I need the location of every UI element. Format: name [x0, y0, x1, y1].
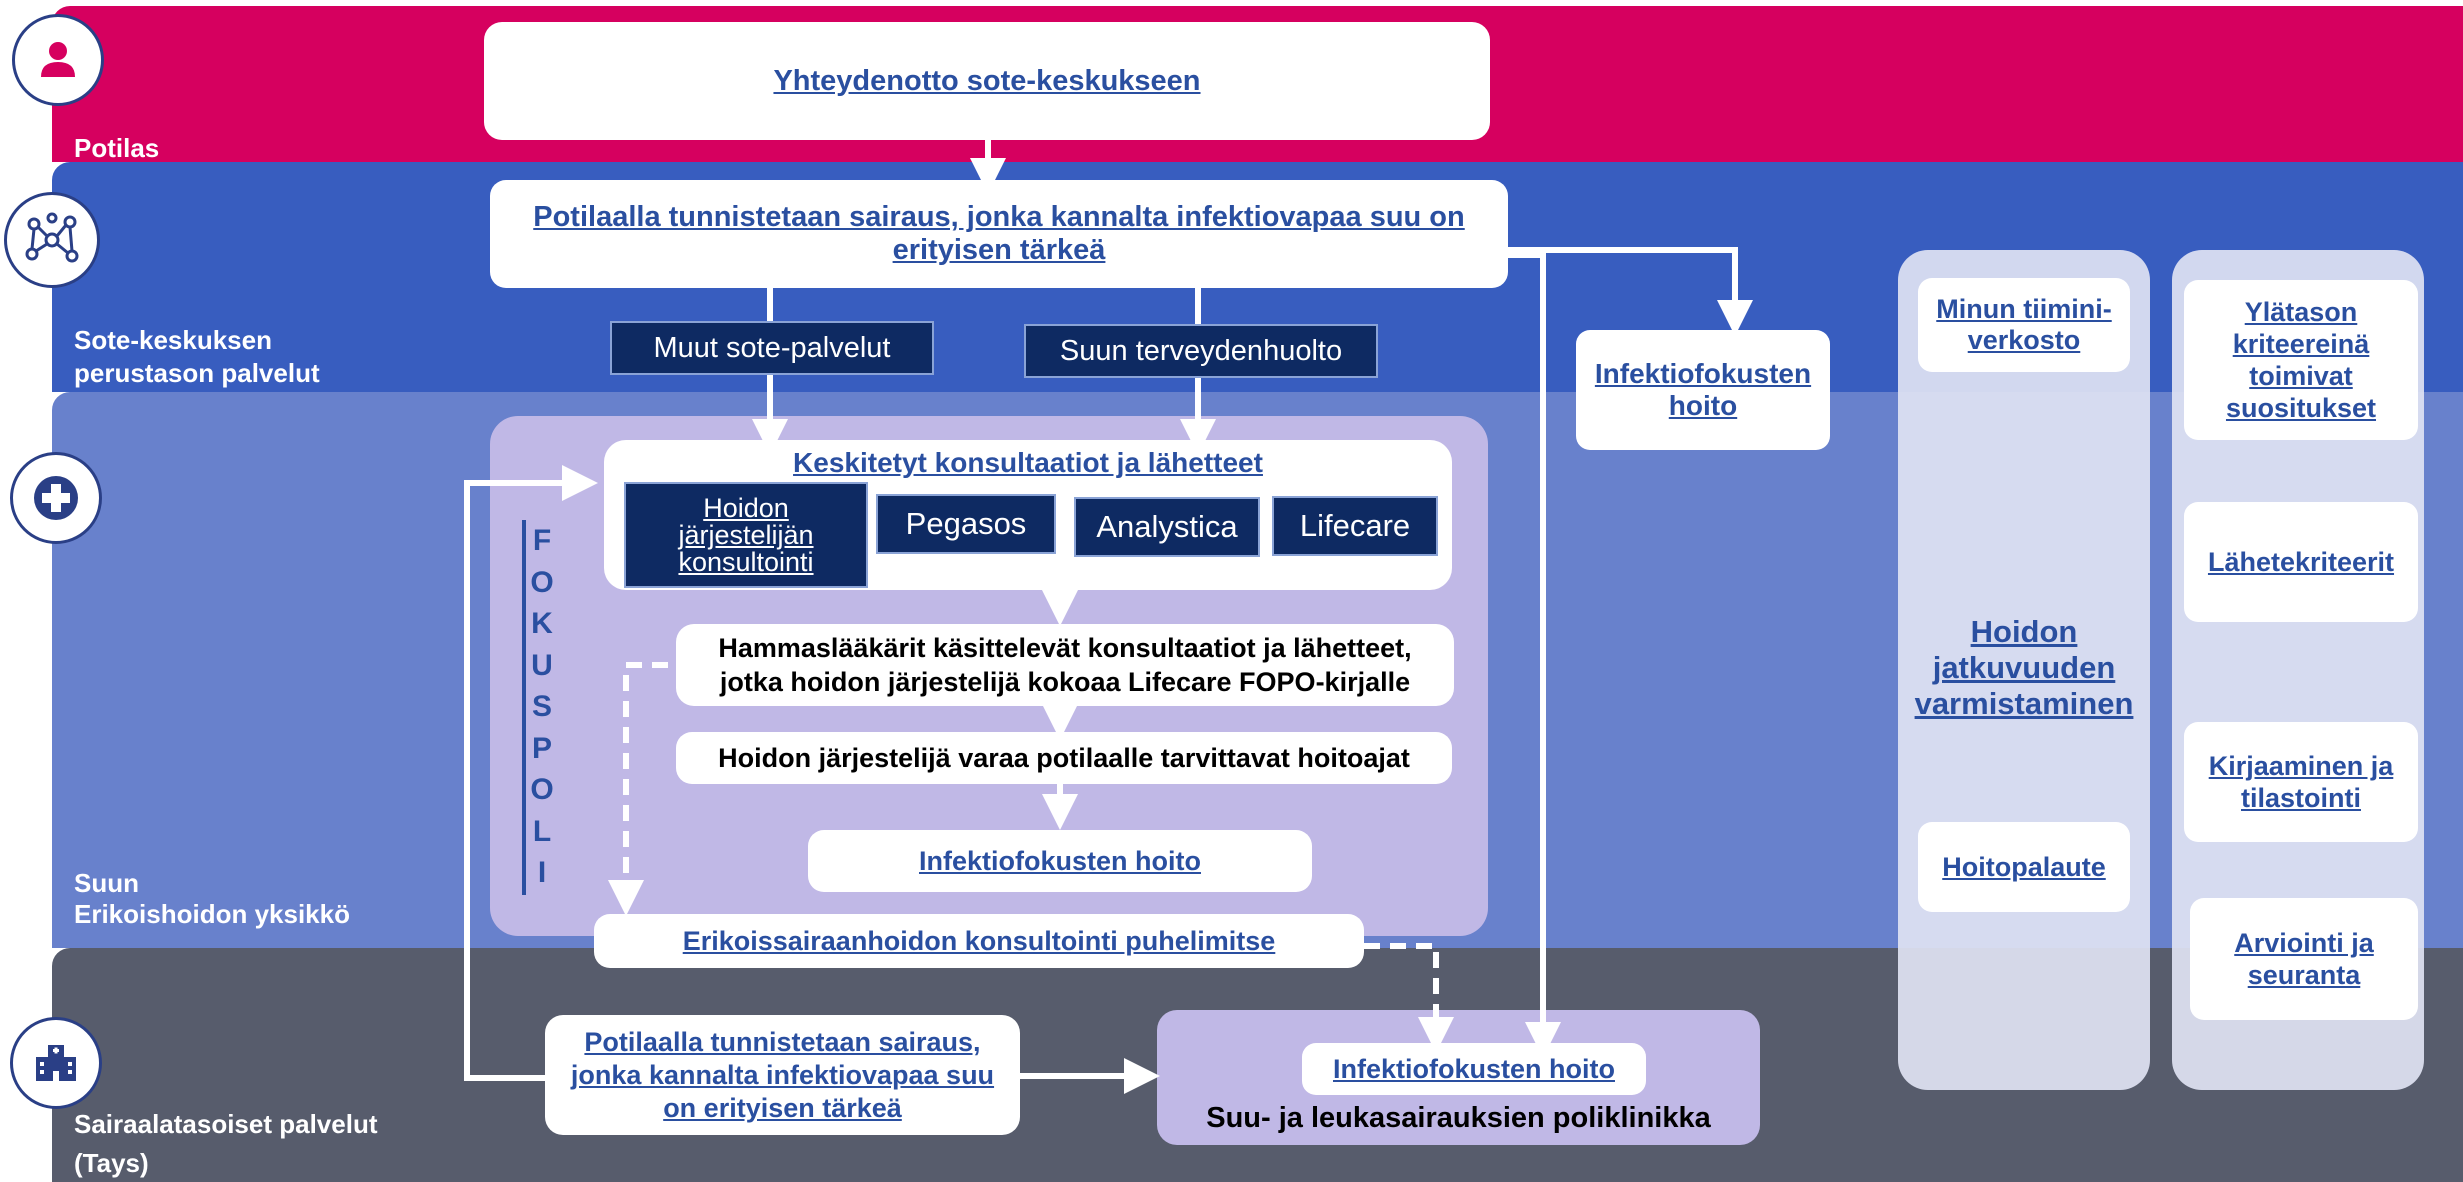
fokuspoli-letter: K — [531, 607, 553, 640]
person-icon — [12, 14, 104, 106]
hoidon-jatkuvuus-link[interactable]: Hoidon jatkuvuuden varmistaminen — [1914, 614, 2134, 721]
tunnistetaan-box[interactable]: Potilaalla tunnistetaan sairaus, jonka k… — [490, 180, 1508, 288]
infektiofokusten-hoito-tays-link[interactable]: Infektiofokusten hoito — [1333, 1053, 1615, 1084]
tunnistetaan-tays-box[interactable]: Potilaalla tunnistetaan sairaus, jonka k… — [545, 1015, 1020, 1135]
tunnistetaan-link[interactable]: Potilaalla tunnistetaan sairaus, jonka k… — [533, 201, 1465, 266]
fokuspoli-letter: O — [530, 565, 554, 599]
hoidon-jarjestelijan-konsultointi-box[interactable]: Hoidon järjestelijän konsultointi — [624, 482, 868, 588]
lane-label-sairaala-2: (Tays) — [74, 1148, 149, 1178]
lahetekriteerit-link[interactable]: Lähetekriteerit — [2207, 546, 2395, 577]
infektiofokusten-hoito-sote-link[interactable]: Infektiofokusten hoito — [1594, 358, 1812, 421]
lane-label-sote-2: perustason palvelut — [74, 358, 320, 388]
fokuspoli-letter: P — [531, 731, 552, 765]
poliklinikka-label-wrap: Suu- ja leukasairauksien poliklinikka — [1157, 1102, 1760, 1135]
minun-tiimini-verkosto-link[interactable]: Minun tiimini-verkosto — [1936, 294, 2112, 355]
infektiofokusten-hoito-suun-box[interactable]: Infektiofokusten hoito — [808, 830, 1312, 892]
network-icon — [4, 192, 100, 288]
ylatason-kriteerit-link[interactable]: Ylätason kriteereinä toimivat suositukse… — [2225, 297, 2377, 423]
hoidon-jarjestelijan-konsultointi-link[interactable]: Hoidon järjestelijän konsultointi — [678, 492, 814, 577]
pegasos-box: Pegasos — [876, 494, 1056, 554]
suun-terveydenhuolto-box: Suun terveydenhuolto — [1024, 324, 1378, 378]
lahetekriteerit-box[interactable]: Lähetekriteerit — [2184, 502, 2418, 622]
suun-terveydenhuolto-label: Suun terveydenhuolto — [1059, 334, 1343, 367]
hoitopalaute-box[interactable]: Hoitopalaute — [1918, 822, 2130, 912]
kirjaaminen-box[interactable]: Kirjaaminen ja tilastointi — [2184, 722, 2418, 842]
hoidon-jatkuvuus-wrap: Hoidon jatkuvuuden varmistaminen — [1908, 614, 2140, 722]
fokuspoli-letter: F — [532, 524, 552, 557]
medical-plus-icon — [10, 452, 102, 544]
fokuspoli-bar — [522, 520, 526, 895]
yhteydenotto-box[interactable]: Yhteydenotto sote-keskukseen — [484, 22, 1490, 140]
muut-sote-palvelut-box: Muut sote-palvelut — [610, 321, 934, 375]
fokuspoli-letter: U — [531, 648, 553, 682]
hammaslaakarit-box: Hammaslääkärit käsittelevät konsultaatio… — [676, 624, 1454, 706]
hoitopalaute-link[interactable]: Hoitopalaute — [1942, 851, 2106, 882]
fokuspoli-letter: S — [531, 690, 552, 723]
analystica-label: Analystica — [1096, 509, 1238, 544]
lifecare-label: Lifecare — [1299, 508, 1411, 543]
fokuspoli-letter: L — [532, 814, 552, 848]
lane-label-sairaala-1: Sairaalatasoiset palvelut — [74, 1109, 378, 1139]
fokuspoli-letter: I — [537, 856, 547, 889]
infektiofokusten-hoito-suun-link[interactable]: Infektiofokusten hoito — [919, 845, 1201, 876]
hospital-icon — [10, 1017, 102, 1109]
column-continuity — [1898, 250, 2150, 1090]
hoitoajat-box: Hoidon järjestelijä varaa potilaalle tar… — [676, 732, 1452, 784]
tunnistetaan-tays-link[interactable]: Potilaalla tunnistetaan sairaus, jonka k… — [570, 1026, 995, 1123]
infektiofokusten-hoito-tays-box[interactable]: Infektiofokusten hoito — [1302, 1043, 1646, 1095]
muut-sote-palvelut-label: Muut sote-palvelut — [653, 331, 891, 364]
lane-label-sote-1: Sote-keskuksen — [74, 325, 272, 355]
fokuspoli-label: F O K U S P O L I — [530, 520, 554, 894]
lane-label-suun-1: Suun — [74, 868, 139, 898]
arviointi-link[interactable]: Arviointi ja seuranta — [2234, 928, 2374, 990]
erikoissairaanhoito-link[interactable]: Erikoissairaanhoidon konsultointi puheli… — [682, 925, 1276, 956]
fokuspoli-letter: O — [530, 773, 554, 806]
lane-label-potilas: Potilas — [74, 133, 160, 163]
erikoissairaanhoito-box[interactable]: Erikoissairaanhoidon konsultointi puheli… — [594, 914, 1364, 968]
minun-tiimini-verkosto-box[interactable]: Minun tiimini-verkosto — [1918, 278, 2130, 372]
hammaslaakarit-line-2: jotka hoidon järjestelijä kokoaa Lifecar… — [719, 667, 1411, 697]
lane-label-suun-2: Erikoishoidon yksikkö — [74, 899, 350, 929]
arviointi-box[interactable]: Arviointi ja seuranta — [2190, 898, 2418, 1020]
yhteydenotto-link[interactable]: Yhteydenotto sote-keskukseen — [773, 64, 1201, 97]
kirjaaminen-link[interactable]: Kirjaaminen ja tilastointi — [2208, 751, 2394, 813]
analystica-box: Analystica — [1074, 497, 1260, 557]
poliklinikka-label: Suu- ja leukasairauksien poliklinikka — [1206, 1102, 1711, 1134]
lifecare-box: Lifecare — [1272, 496, 1438, 556]
pegasos-label: Pegasos — [905, 506, 1027, 541]
infektiofokusten-hoito-sote-box[interactable]: Infektiofokusten hoito — [1576, 330, 1830, 450]
hoitoajat-label: Hoidon järjestelijä varaa potilaalle tar… — [718, 742, 1410, 773]
keskitetyt-link[interactable]: Keskitetyt konsultaatiot ja lähetteet — [793, 447, 1263, 478]
ylatason-kriteerit-box[interactable]: Ylätason kriteereinä toimivat suositukse… — [2184, 280, 2418, 440]
hammaslaakarit-line-1: Hammaslääkärit käsittelevät konsultaatio… — [718, 633, 1412, 663]
